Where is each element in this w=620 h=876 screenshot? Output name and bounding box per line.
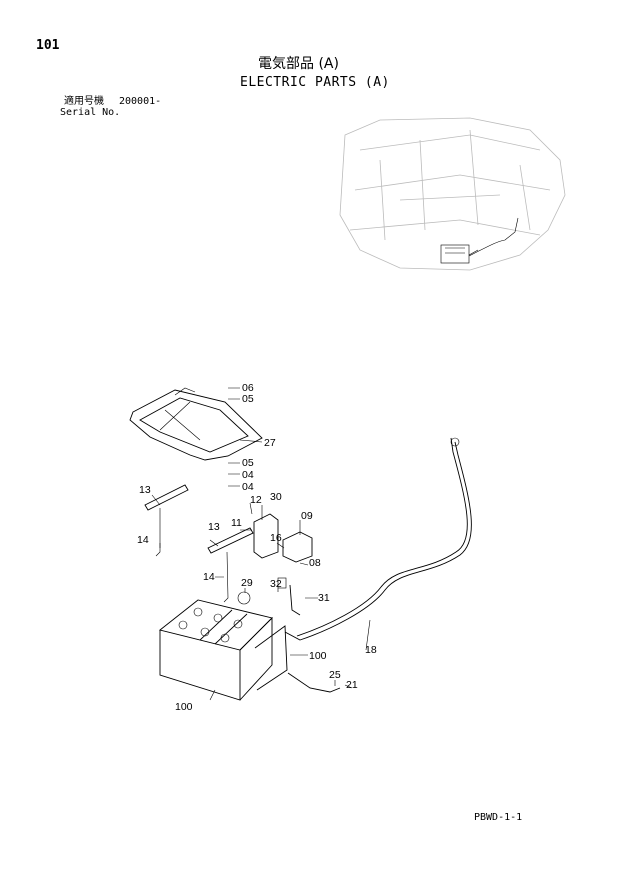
cables (284, 437, 472, 693)
callout-13: 13 (208, 521, 220, 533)
callout-25: 25 (329, 669, 341, 681)
machine-location-view (339, 117, 566, 271)
callout-100: 100 (175, 701, 193, 713)
callout-14: 14 (203, 571, 215, 583)
footer-code: PBWD-1-1 (474, 812, 523, 823)
callout-08: 08 (309, 557, 321, 569)
callout-29: 29 (241, 577, 253, 589)
callout-13: 13 (139, 484, 151, 496)
callout-14: 14 (137, 534, 149, 546)
hold-down-parts (144, 484, 254, 603)
callout-18: 18 (365, 644, 377, 656)
callout-31: 31 (318, 592, 330, 604)
callout-04: 04 (242, 481, 254, 493)
callout-05: 05 (242, 393, 254, 405)
callout-labels: 06 05 27 05 04 04 13 12 30 11 09 13 16 0… (137, 382, 377, 713)
serial-value: 200001- (119, 96, 162, 107)
callout-21: 21 (346, 679, 358, 691)
callout-32: 32 (270, 578, 282, 590)
callout-04: 04 (242, 469, 254, 481)
callout-27: 27 (264, 437, 276, 449)
leader-lines (151, 387, 371, 701)
callout-30: 30 (270, 491, 282, 503)
callout-16: 16 (270, 532, 282, 544)
battery-cover (129, 387, 263, 461)
serial-label-japanese: 適用号機 (64, 96, 104, 107)
callout-05: 05 (242, 457, 254, 469)
callout-06: 06 (242, 382, 254, 394)
batteries (159, 599, 288, 701)
serial-label-english: Serial No. (60, 107, 121, 118)
callout-12: 12 (250, 494, 262, 506)
callout-100: 100 (309, 650, 327, 662)
relay-and-terminals (237, 513, 313, 605)
callout-09: 09 (301, 510, 313, 522)
title-english: ELECTRIC PARTS (A) (240, 75, 390, 90)
page-number: 101 (36, 38, 60, 53)
callout-11: 11 (231, 517, 242, 529)
title-japanese: 電気部品 (A) (258, 56, 339, 72)
